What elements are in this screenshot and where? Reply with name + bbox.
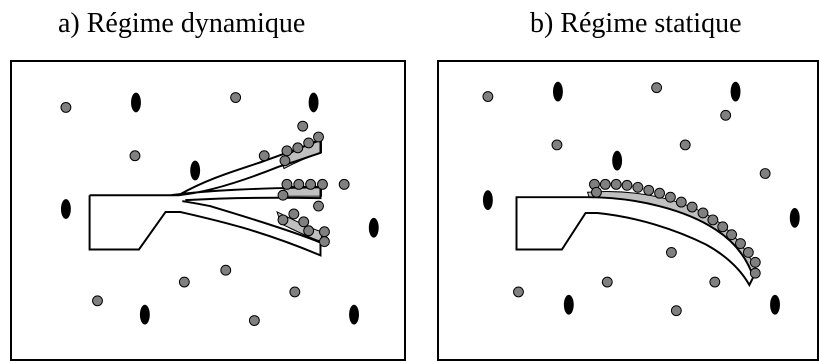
ion <box>482 190 493 211</box>
panel-static-regime <box>437 60 819 361</box>
particle <box>621 179 633 191</box>
particle <box>313 131 324 143</box>
particle <box>632 181 644 193</box>
particle <box>610 178 622 190</box>
particle <box>129 150 141 162</box>
particle <box>720 109 732 121</box>
particle <box>679 139 691 151</box>
particle <box>277 189 289 201</box>
particle <box>686 201 698 213</box>
particle <box>292 142 304 154</box>
ion <box>190 160 201 181</box>
particle <box>313 200 324 212</box>
particle <box>726 229 738 241</box>
particle <box>319 226 330 238</box>
particle-group <box>482 82 771 317</box>
particle <box>281 145 293 157</box>
ion <box>730 81 741 102</box>
particle <box>742 247 754 258</box>
ion-group <box>482 81 800 315</box>
particle <box>670 305 682 317</box>
caption-static-regime: b) Régime statique <box>530 8 742 39</box>
panel-dynamic-regime <box>10 60 406 361</box>
cantilever-body <box>515 196 755 288</box>
particle <box>258 150 270 162</box>
particle <box>643 184 655 196</box>
caption-dynamic-regime: a) Régime dynamique <box>58 8 306 39</box>
particle <box>749 267 761 279</box>
particle <box>513 286 524 298</box>
particle <box>60 101 72 113</box>
particle <box>735 238 746 249</box>
particle <box>590 186 602 198</box>
particle <box>651 82 663 94</box>
ion <box>368 217 379 238</box>
ion <box>563 294 574 315</box>
particle <box>675 196 687 208</box>
particle <box>303 137 315 149</box>
particle <box>303 225 315 237</box>
particle <box>289 286 301 298</box>
ion <box>612 150 623 171</box>
particle <box>551 139 563 151</box>
particle <box>178 276 190 288</box>
particle <box>277 214 289 226</box>
particle <box>707 214 719 226</box>
particle <box>709 276 721 288</box>
particle <box>248 315 260 326</box>
particle <box>717 221 729 233</box>
particle <box>665 247 677 258</box>
ion <box>553 81 563 102</box>
particle <box>293 178 305 190</box>
particle <box>281 178 293 190</box>
particle <box>665 191 676 203</box>
ion <box>349 304 359 325</box>
ion <box>789 208 800 228</box>
particle <box>759 168 771 179</box>
particle <box>697 207 709 219</box>
particle <box>297 120 309 132</box>
dynamic-regime-diagram <box>60 92 379 326</box>
particle <box>317 178 328 190</box>
particle <box>220 264 232 276</box>
ion <box>139 304 150 325</box>
particle <box>599 178 611 190</box>
particle <box>482 91 494 102</box>
ion <box>60 199 71 219</box>
static-regime-diagram <box>482 81 800 317</box>
ion <box>770 294 780 315</box>
particle-group <box>60 92 350 326</box>
particle <box>749 256 761 268</box>
particle <box>279 155 291 167</box>
particle <box>288 208 300 220</box>
particle <box>601 276 613 288</box>
ion <box>131 92 141 113</box>
particle <box>298 216 310 228</box>
particle <box>92 295 103 307</box>
particle <box>319 236 330 248</box>
ion <box>308 92 319 113</box>
particle <box>654 187 666 199</box>
particle <box>305 178 317 190</box>
particle <box>338 178 350 190</box>
particle <box>230 92 242 103</box>
ion-group <box>60 92 379 325</box>
